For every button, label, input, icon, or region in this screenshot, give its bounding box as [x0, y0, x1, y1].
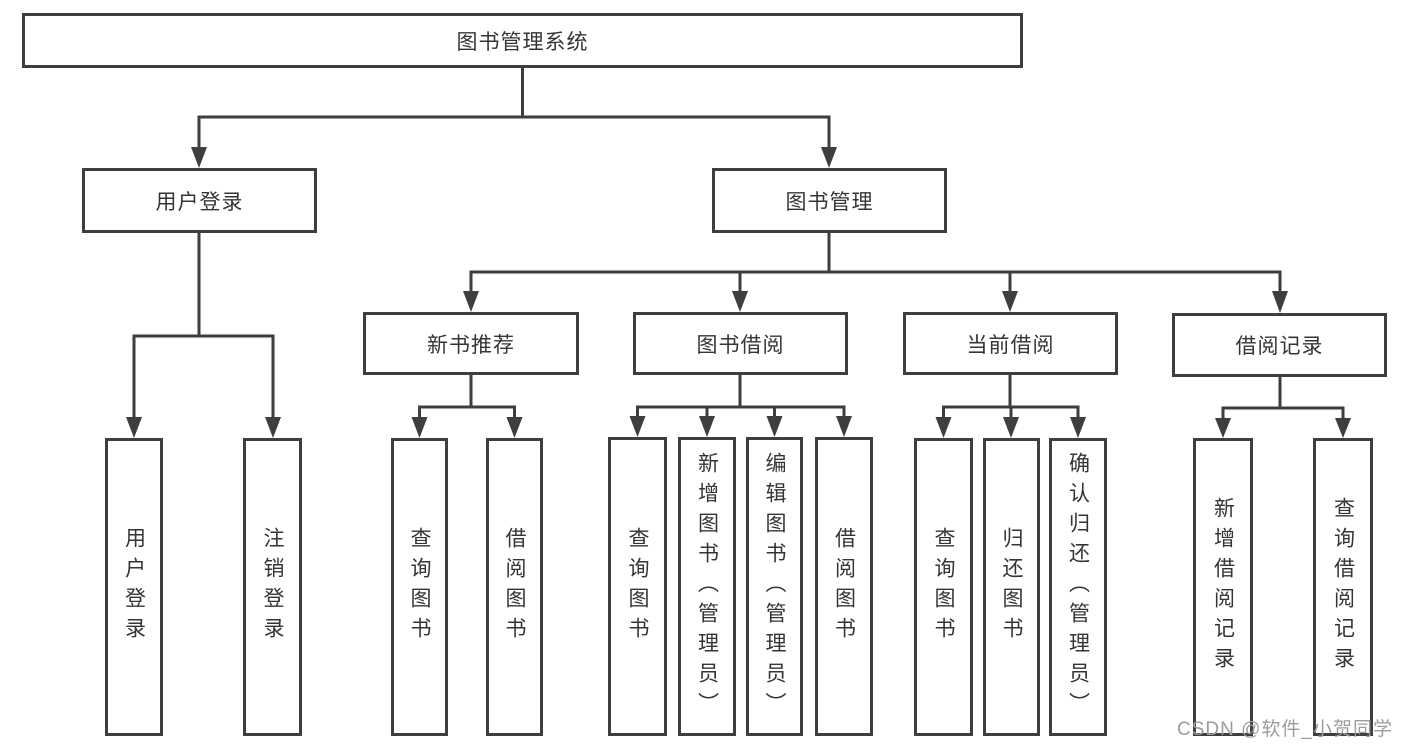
leaf-return-books: 归还图书	[983, 438, 1040, 736]
node-book-management-group: 图书管理	[712, 168, 947, 233]
arrowhead	[463, 291, 479, 312]
arrowhead	[1272, 291, 1288, 313]
arrowhead	[411, 417, 428, 438]
arrowhead	[265, 417, 281, 438]
arrowhead	[1335, 418, 1351, 438]
arrowhead	[191, 147, 207, 168]
arrowhead	[1003, 417, 1019, 438]
node-new-book-recommendation: 新书推荐	[363, 312, 579, 375]
arrowhead	[629, 416, 646, 437]
arrowhead	[699, 416, 715, 437]
arrowhead	[1215, 418, 1231, 438]
leaf-borrow-books: 借阅图书	[815, 437, 873, 736]
connector-line	[197, 68, 831, 149]
csdn-watermark: CSDN @软件_小贺同学	[1177, 719, 1393, 740]
arrowhead	[126, 417, 142, 438]
arrowhead	[1070, 417, 1086, 438]
connector-line	[1221, 377, 1345, 419]
leaf-add-books-admin: 新增图书（管理员）	[678, 437, 736, 736]
node-current-borrowing: 当前借阅	[903, 312, 1118, 375]
leaf-user-login: 用户登录	[105, 438, 163, 736]
connector-line	[469, 233, 1282, 292]
node-library-management-system: 图书管理系统	[22, 13, 1023, 68]
connector-line	[132, 233, 275, 418]
connector-line	[942, 375, 1080, 418]
arrowhead	[766, 416, 783, 437]
arrowhead	[836, 416, 852, 437]
arrowhead	[732, 291, 748, 312]
leaf-logout: 注销登录	[243, 438, 302, 736]
leaf-query-books-borrow: 查询图书	[608, 437, 667, 736]
leaf-borrow-books-recommend: 借阅图书	[486, 438, 543, 736]
leaf-query-borrow-record: 查询借阅记录	[1313, 438, 1373, 736]
arrowhead	[1002, 291, 1018, 312]
leaf-edit-books-admin: 编辑图书（管理员）	[746, 437, 803, 736]
leaf-query-books-current: 查询图书	[914, 438, 973, 736]
node-borrowing-records: 借阅记录	[1172, 313, 1387, 377]
arrowhead	[506, 417, 523, 438]
leaf-query-books-recommend: 查询图书	[391, 438, 448, 736]
leaf-confirm-return-admin: 确认归还（管理员）	[1049, 438, 1107, 736]
node-user-login-group: 用户登录	[82, 168, 317, 233]
node-book-borrowing: 图书借阅	[633, 312, 848, 375]
connector-line	[418, 375, 516, 418]
leaf-add-borrow-record: 新增借阅记录	[1193, 438, 1253, 736]
arrowhead	[935, 417, 952, 438]
arrowhead	[821, 147, 837, 168]
connector-line	[636, 375, 846, 418]
